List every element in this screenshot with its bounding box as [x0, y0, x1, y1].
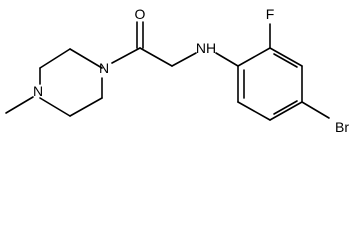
bond-c5-c6: [69, 97, 103, 117]
atom-label-bromine: Br: [335, 119, 349, 135]
atom-label-oxygen: O: [135, 6, 146, 22]
amide-linker: [111, 21, 239, 67]
bond-aryl-bromine: [301, 101, 330, 119]
bond-ch2-nh: [171, 52, 197, 67]
bond-ar-c2-c3: [269, 47, 303, 67]
atom-label-piperazine-n-methyl: N: [33, 83, 43, 99]
bond-carbonyl-ch2: [139, 47, 173, 67]
bond-n4-c5: [39, 97, 71, 117]
bond-ar-inner-3: [273, 100, 298, 115]
bond-n4-methyl: [5, 96, 34, 114]
bond-ar-c4-c5: [269, 101, 303, 121]
atom-label-fluorine: F: [266, 6, 275, 22]
bond-ar-c1-c2: [237, 47, 271, 67]
atom-label-piperazine-n-acyl: N: [99, 60, 109, 76]
piperazine-ring: [39, 48, 103, 117]
bond-n1-carbonyl: [111, 47, 141, 64]
molecule-structure-diagram: O NH F Br N N: [5, 6, 349, 135]
bond-ar-c5-c6: [237, 101, 271, 121]
atom-label-amine-nh: NH: [196, 40, 216, 56]
bond-ar-inner-2: [273, 53, 298, 68]
bond-n1-c2: [69, 48, 103, 69]
bond-c2-c3: [39, 48, 71, 69]
bond-nh-aryl: [215, 52, 239, 67]
benzene-ring: [237, 47, 303, 121]
